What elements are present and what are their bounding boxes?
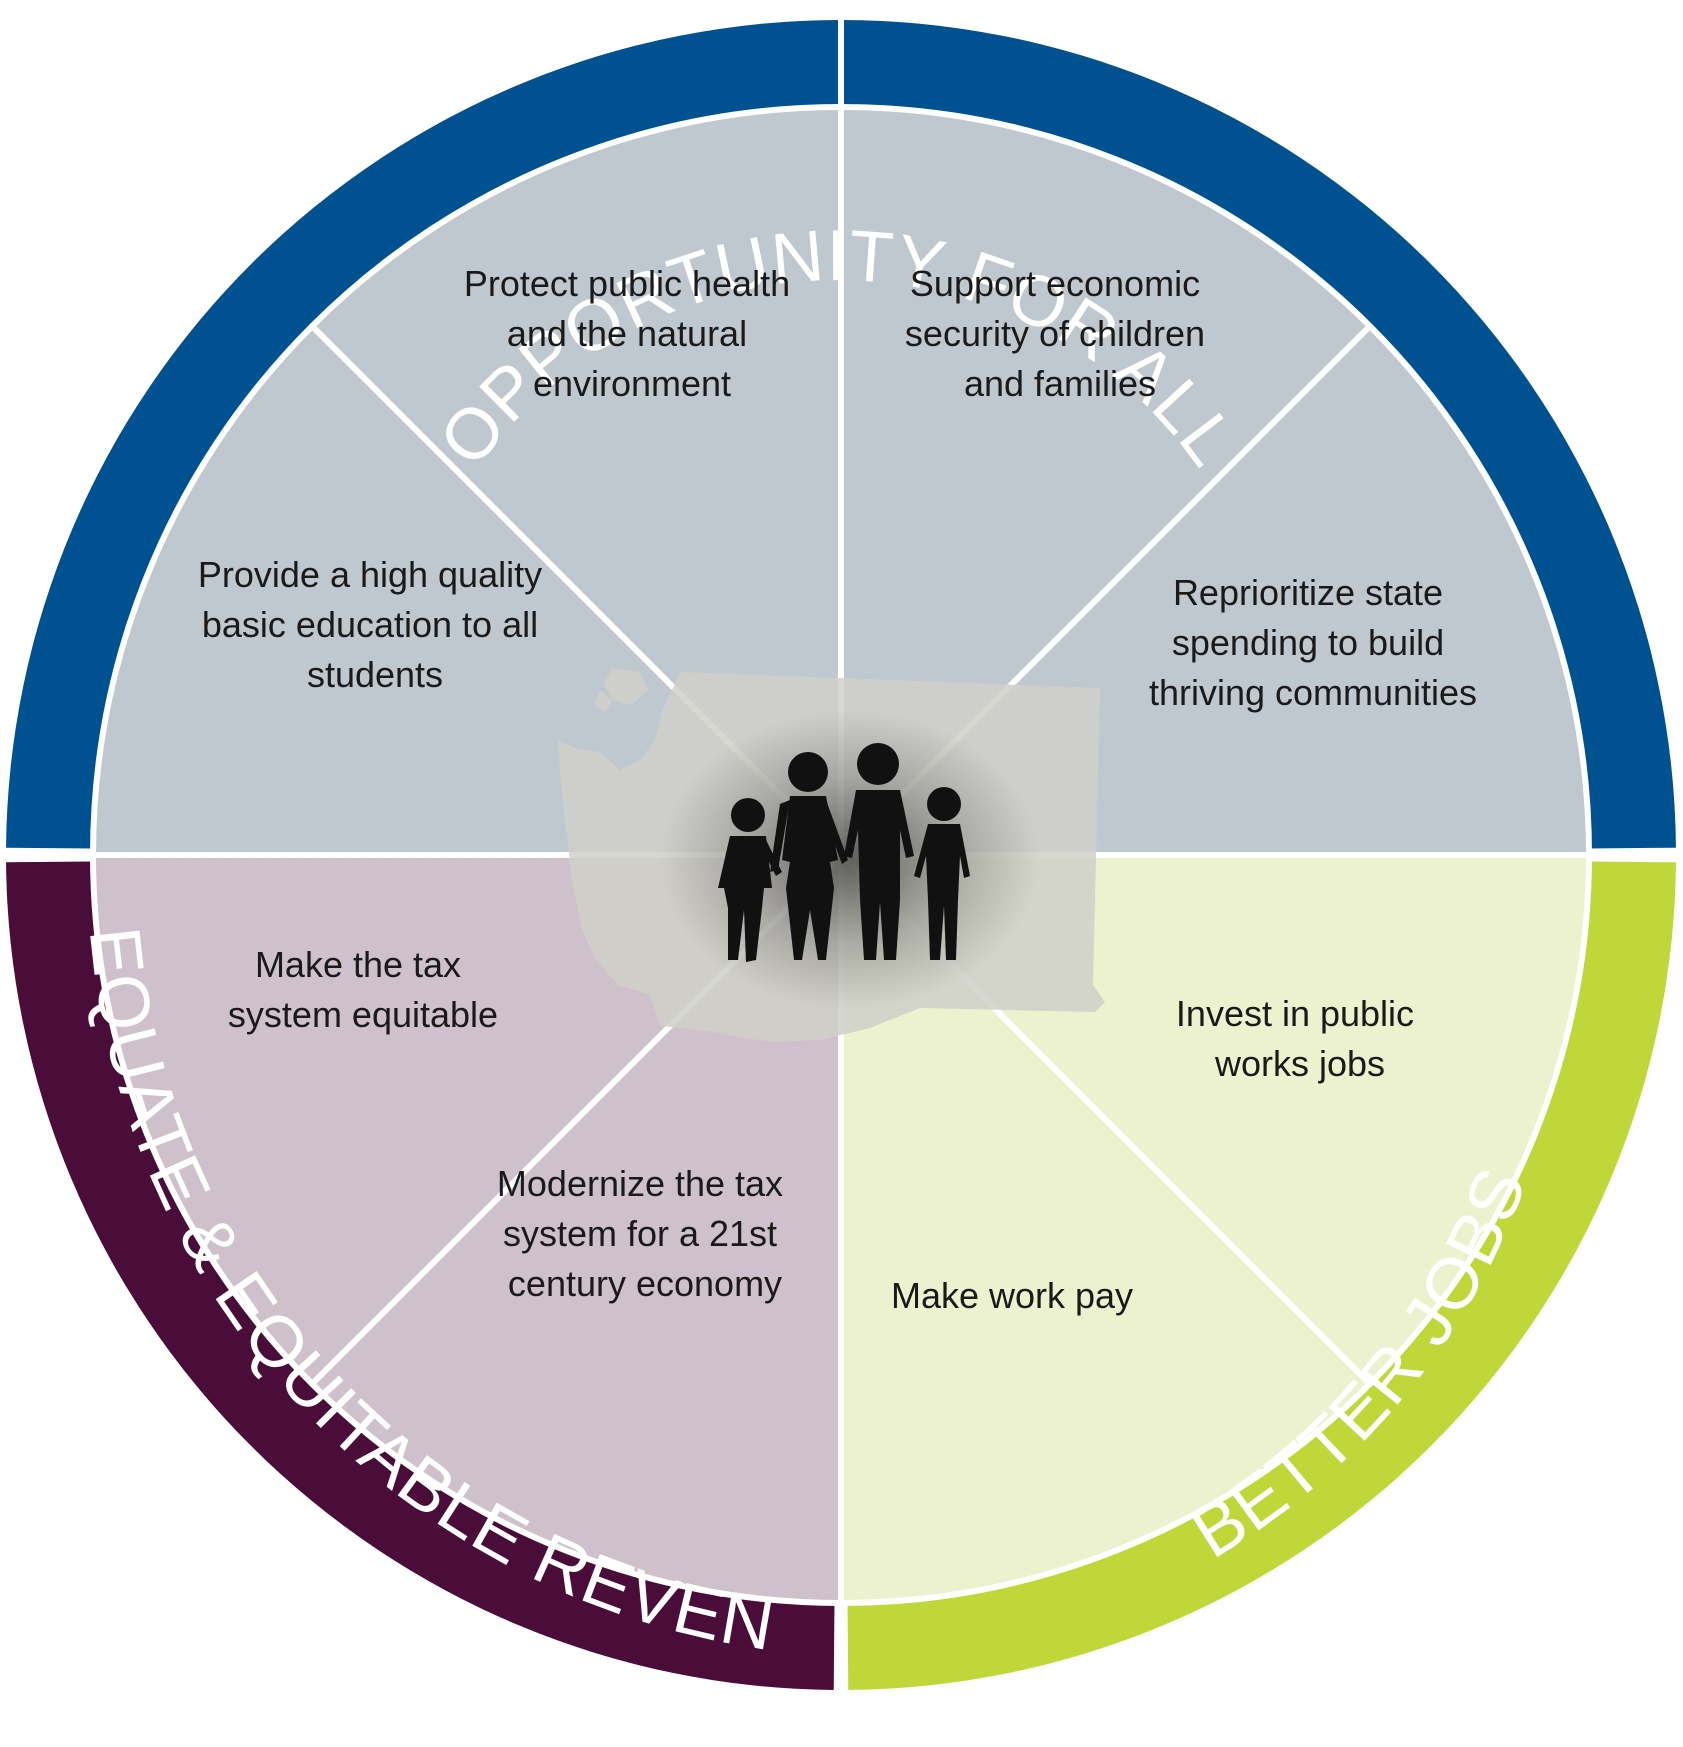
segment-security: Support economic security of children an… [905, 263, 1215, 404]
segment-public-works: Invest in public works jobs [1176, 993, 1424, 1084]
opportunity-ring [6, 20, 1676, 849]
segment-equitable-tax: Make the tax system equitable [228, 944, 498, 1035]
inner-circle-outline [90, 104, 1592, 1606]
segment-spending: Reprioritize state spending to build thr… [1149, 572, 1477, 713]
segment-work-pay: Make work pay [891, 1275, 1133, 1316]
segment-health: Protect public health and the natural en… [464, 263, 800, 404]
segment-education: Provide a high quality basic education t… [198, 554, 552, 695]
revenue-ring [6, 861, 835, 1690]
jobs-ring [847, 861, 1676, 1690]
segment-modernize-tax: Modernize the tax system for a 21st cent… [497, 1163, 793, 1304]
family-silhouette-icon [660, 710, 1040, 1010]
